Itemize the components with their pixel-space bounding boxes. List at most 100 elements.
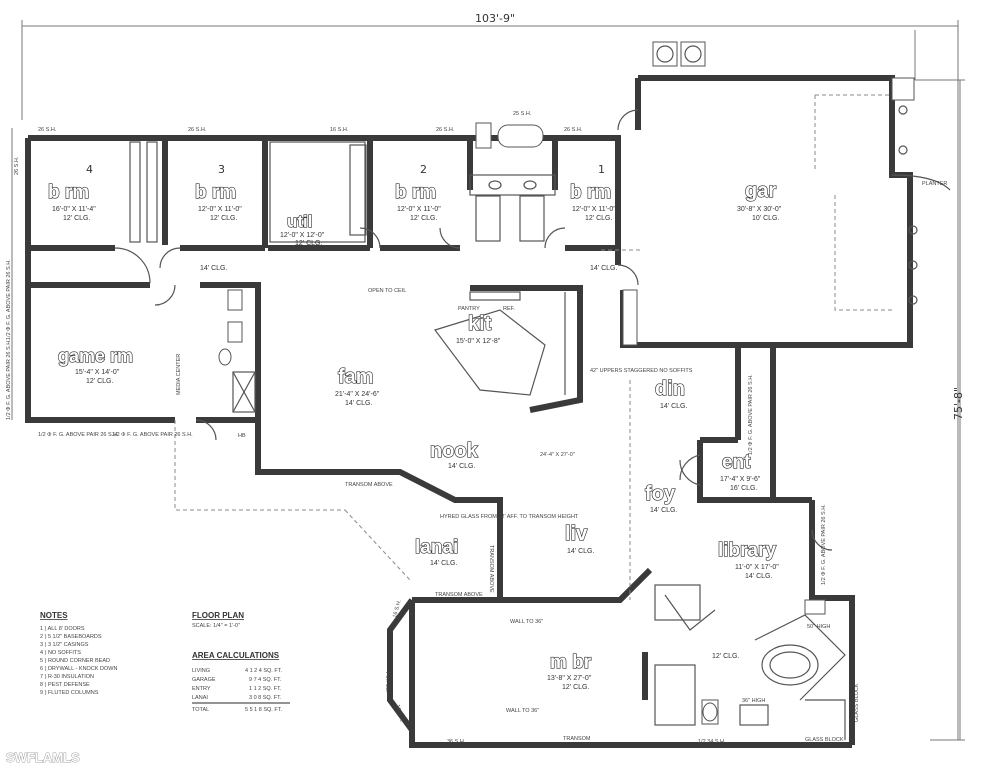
high-36: 36" HIGH	[742, 698, 765, 704]
area-row-label: ENTRY	[192, 686, 211, 692]
room-ceiling-din: 14' CLG.	[660, 403, 687, 410]
area-row-value: 9 7 4 SQ. FT.	[249, 677, 282, 683]
note-item: 2 ) 5 1/2" BASEBOARDS	[40, 634, 102, 640]
fg-above-left-1: 1/2 Φ F. G. ABOVE PAIR 26 S.H.	[6, 259, 12, 340]
room-foy: foy 14' CLG.	[644, 482, 677, 514]
room-label-util: util	[287, 212, 313, 231]
window-36-sh: 36 S.H.	[447, 739, 466, 745]
room-library: library 11'-0" X 17'-0" 14' CLG.	[717, 539, 779, 580]
media-center-label: MEDIA CENTER	[176, 354, 182, 395]
note-item: 1 ) ALL 8' DOORS	[40, 626, 85, 632]
area-calculations: AREA CALCULATIONS LIVING 4 1 2 4 SQ. FT.…	[192, 651, 290, 713]
mbr-ceiling: 12' CLG.	[712, 653, 739, 660]
room-ceiling-brm2: 12' CLG.	[410, 215, 437, 222]
mls-watermark: SWFLAMLS	[6, 750, 80, 765]
note-item: 6 ) DRYWALL - KNOCK DOWN	[40, 666, 117, 672]
note-item: 3 ) 3 1/2" CASINGS	[40, 642, 89, 648]
room-size-util: 12'-0" X 12'-0"	[280, 232, 325, 239]
room-size-ent: 17'-4" X 9'-6"	[720, 476, 761, 483]
area-row-value: 1 1 2 SQ. FT.	[249, 686, 282, 692]
area-row-value: 4 1 2 4 SQ. FT.	[245, 668, 282, 674]
note-item: 9 ) FLUTED COLUMNS	[40, 690, 99, 696]
area-row-value: 3 0 8 SQ. FT.	[249, 695, 282, 701]
room-din: din 14' CLG.	[654, 377, 687, 410]
area-row-label: GARAGE	[192, 677, 216, 683]
floor-plan-scale: SCALE: 1/4" = 1'-0"	[192, 623, 240, 629]
room-util: util 12'-0" X 12'-0" 12' CLG.	[280, 211, 325, 247]
room-label-liv: liv	[565, 523, 588, 545]
pantry-label: PANTRY	[458, 306, 480, 312]
room-number-3: 3	[218, 163, 225, 176]
room-ceiling-mbr: 12' CLG.	[562, 684, 589, 691]
room-brm3: 3 b rm 12'-0" X 11'-0" 12' CLG.	[194, 163, 242, 222]
area-row-label: TOTAL	[192, 707, 209, 713]
high-50: 50" HIGH	[807, 624, 830, 630]
room-ceiling-brm3: 12' CLG.	[210, 215, 237, 222]
window-26-sh-5: 26 S.H.	[14, 156, 20, 175]
transom-above-2: TRANSOM ABOVE	[435, 592, 483, 598]
area-row-label: LANAI	[192, 695, 208, 701]
note-item: 7 ) R-30 INSULATION	[40, 674, 94, 680]
room-label-ent: ent	[722, 452, 751, 473]
room-ceiling-liv: 14' CLG.	[567, 548, 594, 555]
glass-block-bottom: GLASS BLOCK	[805, 737, 844, 743]
notes-block: NOTES 1 ) ALL 8' DOORS 2 ) 5 1/2" BASEBO…	[40, 611, 117, 696]
window-26-sh-1: 26 S.H.	[38, 127, 57, 133]
room-kit: kit 15'-0" X 12'-8"	[456, 312, 501, 345]
room-brm4: 4 b rm 16'-0" X 11'-4" 12' CLG.	[47, 163, 96, 222]
fg-above-library: 1/2 Φ F. G. ABOVE PAIR 26 S.H.	[821, 504, 827, 585]
hose-bib-label: HB	[238, 433, 246, 439]
window-16-sh-bottom: 16 S.H.	[394, 704, 405, 724]
hyred-glass-note: HYRED GLASS FROM 12' AFF. TO TRANSOM HEI…	[440, 514, 579, 520]
wall-to-36-top: WALL TO 36"	[510, 619, 543, 625]
uppers-note: 42" UPPERS STAGGERED NO SOFFITS	[590, 368, 693, 374]
room-ceiling-gar: 10' CLG.	[752, 215, 779, 222]
room-mbr: m br 13'-8" X 27'-0" 12' CLG.	[547, 651, 592, 691]
ac-units	[652, 41, 706, 67]
window-25-sh: 25 S.H.	[513, 111, 532, 117]
liv-size: 24'-4" X 27'-0"	[540, 452, 575, 458]
room-size-kit: 15'-0" X 12'-8"	[456, 338, 501, 345]
walls	[25, 75, 913, 748]
window-half-34-sh: 1/2 34 S.H.	[698, 739, 726, 745]
room-ceiling-lanai: 14' CLG.	[430, 560, 457, 567]
room-game: game rm 15'-4" X 14'-0" 12' CLG.	[57, 345, 133, 385]
wall-to-36-bottom: WALL TO 36"	[506, 708, 539, 714]
note-item: 4 ) NO SOFFITS	[40, 650, 81, 656]
room-size-library: 11'-0" X 17'-0"	[735, 564, 779, 571]
window-16-sh: 16 S.H.	[330, 127, 349, 133]
room-size-fam: 21'-4" X 24'-6"	[335, 391, 380, 398]
room-brm1: 1 b rm 12'-0" X 11'-0" 12' CLG.	[569, 163, 616, 222]
overall-depth: 75'-8"	[952, 387, 965, 420]
room-label-mbr: m br	[550, 652, 592, 673]
room-label-brm1: b rm	[570, 182, 611, 203]
window-26-sh-3: 26 S.H.	[436, 127, 455, 133]
annotations: 14' CLG. 14' CLG. OPEN TO CEIL PANTRY RE…	[6, 111, 947, 745]
fg-above-bottom-1: 1/2 Φ F. G. ABOVE PAIR 26 S.H.	[38, 432, 119, 438]
room-ceiling-fam: 14' CLG.	[345, 400, 372, 407]
dimension-lines	[11, 20, 965, 741]
planter-label: PLANTER	[922, 181, 947, 187]
note-item: 5 ) ROUND CORNER BEAD	[40, 658, 110, 664]
room-label-lanai: lanai	[415, 537, 458, 558]
room-label-foy: foy	[645, 483, 676, 505]
room-ceiling-brm4: 12' CLG.	[63, 215, 90, 222]
room-ceiling-util: 12' CLG.	[295, 240, 322, 247]
note-item: 8 ) PEST DEFENSE	[40, 682, 90, 688]
room-label-brm3: b rm	[195, 182, 236, 203]
fixed-glass: FIX. GL.	[384, 672, 390, 693]
room-ent: ent 17'-4" X 9'-6" 16' CLG.	[720, 451, 761, 492]
notes-header: NOTES	[40, 611, 68, 620]
area-header: AREA CALCULATIONS	[192, 651, 280, 660]
room-label-game: game rm	[58, 346, 133, 366]
room-ceiling-ent: 16' CLG.	[730, 485, 757, 492]
room-label-din: din	[655, 378, 685, 400]
room-label-fam: fam	[338, 366, 374, 388]
hall-ceiling-left: 14' CLG.	[200, 265, 227, 272]
room-gar: gar 30'-8" X 30'-0" 10' CLG.	[737, 179, 782, 222]
room-size-brm4: 16'-0" X 11'-4"	[52, 206, 96, 213]
fg-above-ent: 1/2 Φ F. G. ABOVE PAIR 26 S.H.	[748, 374, 754, 455]
room-size-brm2: 12'-0" X 11'-0"	[397, 206, 441, 213]
room-lanai: lanai 14' CLG.	[414, 536, 459, 567]
room-label-nook: nook	[430, 440, 479, 462]
